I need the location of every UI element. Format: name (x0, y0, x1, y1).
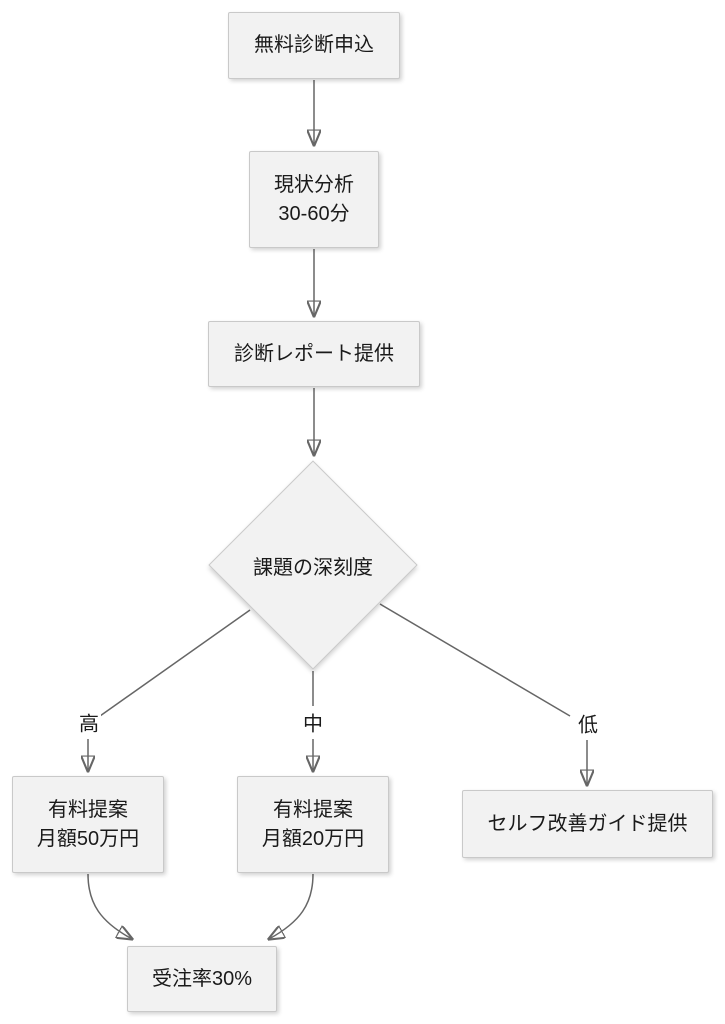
node-report: 診断レポート提供 (208, 321, 420, 387)
node-self-guide-label: セルフ改善ガイド提供 (487, 812, 688, 835)
node-proposal-high-label-line2: 月額50万円 (36, 827, 140, 850)
node-order-rate-label: 受注率30% (151, 967, 253, 990)
node-analysis-label-line1: 現状分析 (274, 173, 354, 196)
node-analysis: 現状分析 30-60分 (249, 151, 379, 248)
node-apply-label: 無料診断申込 (254, 34, 374, 56)
node-proposal-mid: 有料提案 月額20万円 (237, 776, 389, 873)
node-self-guide: セルフ改善ガイド提供 (462, 790, 713, 858)
edge-label-low: 低 (576, 708, 600, 738)
node-apply: 無料診断申込 (228, 12, 400, 79)
edge-decision-to-low-label (379, 603, 571, 717)
node-proposal-high: 有料提案 月額50万円 (12, 776, 164, 873)
edge-decision-to-high-label (99, 609, 251, 717)
node-decision-label: 課題の深刻度 (253, 556, 373, 579)
node-proposal-mid-label-line1: 有料提案 (273, 798, 353, 821)
edge-label-high: 高 (77, 707, 101, 737)
node-proposal-high-label-line1: 有料提案 (48, 798, 128, 821)
node-report-label: 診断レポート提供 (234, 342, 394, 365)
node-order-rate: 受注率30% (127, 946, 277, 1012)
node-proposal-mid-label-line2: 月額20万円 (261, 827, 365, 850)
node-analysis-label-line2: 30-60分 (278, 202, 350, 225)
edge-label-mid: 中 (301, 707, 325, 737)
edge-proposal-high-to-order-rate (87, 873, 132, 939)
edge-proposal-mid-to-order-rate (269, 873, 314, 939)
